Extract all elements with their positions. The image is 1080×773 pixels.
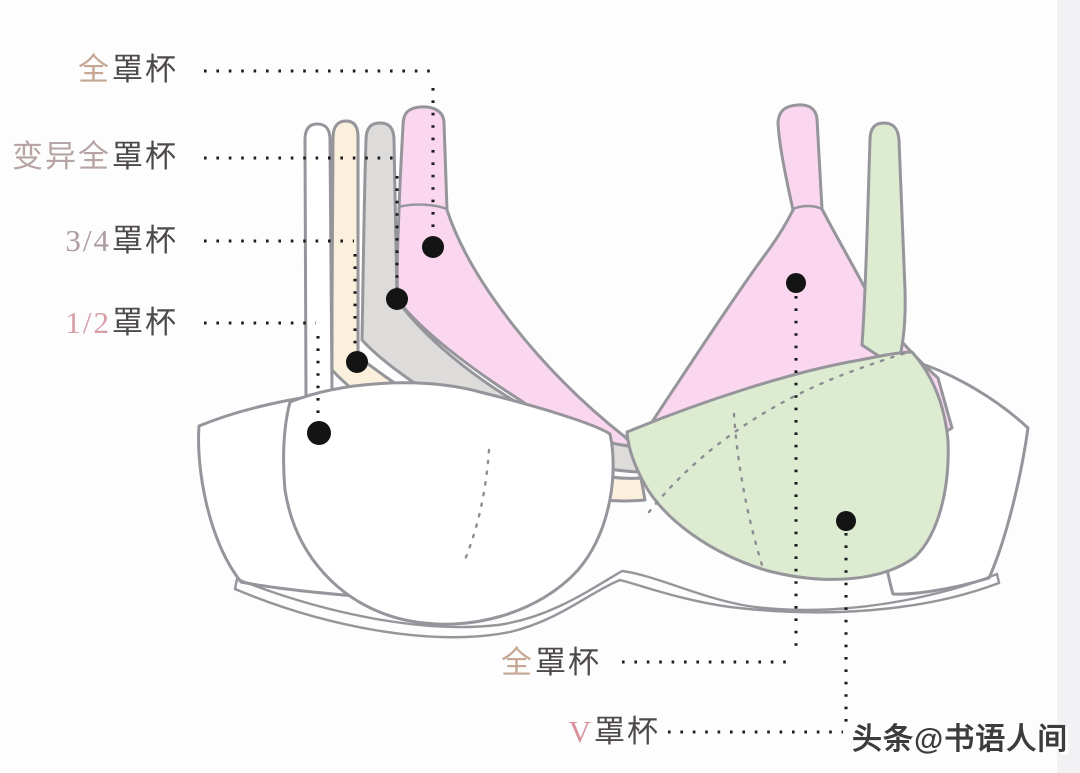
label-prefix: 变异全 bbox=[12, 139, 111, 174]
marker-full-cup-right bbox=[786, 273, 806, 293]
label-prefix: 3/4 bbox=[65, 223, 111, 258]
marker-dots bbox=[307, 236, 856, 531]
label-full-cup-right: 全罩杯 bbox=[501, 647, 601, 678]
right-edge-strip bbox=[1057, 0, 1080, 773]
cup-half bbox=[282, 381, 615, 626]
right-bra bbox=[625, 103, 954, 581]
label-suffix: 罩杯 bbox=[112, 139, 178, 174]
watermark: 头条@书语人间 bbox=[852, 723, 1069, 756]
v-cup-strap bbox=[860, 121, 907, 370]
label-prefix: 全 bbox=[78, 52, 111, 87]
underband bbox=[233, 569, 1001, 639]
label-suffix: 罩杯 bbox=[112, 305, 178, 340]
label-suffix: 罩杯 bbox=[535, 645, 601, 680]
label-prefix: 1/2 bbox=[65, 305, 111, 340]
label-v-cup: V罩杯 bbox=[569, 716, 660, 747]
leader-lines bbox=[204, 69, 848, 734]
half-cup-strap bbox=[303, 122, 334, 400]
marker-variant-full-cup bbox=[386, 288, 408, 310]
label-three-quarter-cup: 3/4罩杯 bbox=[65, 225, 178, 256]
marker-half-cup bbox=[307, 421, 331, 445]
right-pink-strap-seam bbox=[792, 204, 823, 211]
v-cup-seam-upper bbox=[647, 351, 908, 514]
label-prefix: V bbox=[568, 714, 593, 749]
label-half-cup: 1/2罩杯 bbox=[65, 307, 178, 338]
cup-v bbox=[625, 350, 950, 581]
marker-full-cup-left bbox=[422, 236, 444, 258]
label-suffix: 罩杯 bbox=[112, 223, 178, 258]
marker-three-quarter-cup bbox=[346, 351, 368, 373]
pink-strap-seam bbox=[398, 203, 448, 211]
label-full-cup-left: 全罩杯 bbox=[78, 54, 178, 85]
label-suffix: 罩杯 bbox=[112, 52, 178, 87]
label-prefix: 全 bbox=[501, 645, 534, 680]
left-bra bbox=[282, 105, 647, 626]
label-suffix: 罩杯 bbox=[594, 714, 660, 749]
label-variant-full-cup: 变异全罩杯 bbox=[12, 141, 178, 172]
marker-v-cup bbox=[836, 511, 856, 531]
v-cup-seam-lower bbox=[732, 412, 764, 567]
left-cup-seam bbox=[462, 448, 491, 564]
